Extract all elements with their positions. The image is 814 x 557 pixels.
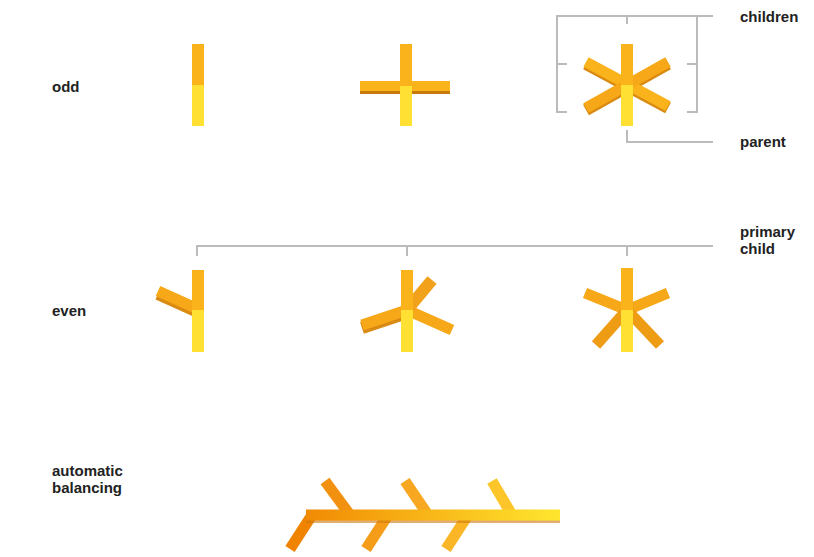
row-label: odd <box>52 78 112 95</box>
balanced-chain <box>290 481 560 549</box>
row-label: children <box>740 8 812 25</box>
row-label: parent <box>740 133 812 150</box>
row-label: automatic balancing <box>52 462 152 496</box>
node-figures <box>158 44 668 352</box>
row-label: primary child <box>740 223 812 257</box>
bracket <box>197 16 713 256</box>
row-label: even <box>52 302 112 319</box>
